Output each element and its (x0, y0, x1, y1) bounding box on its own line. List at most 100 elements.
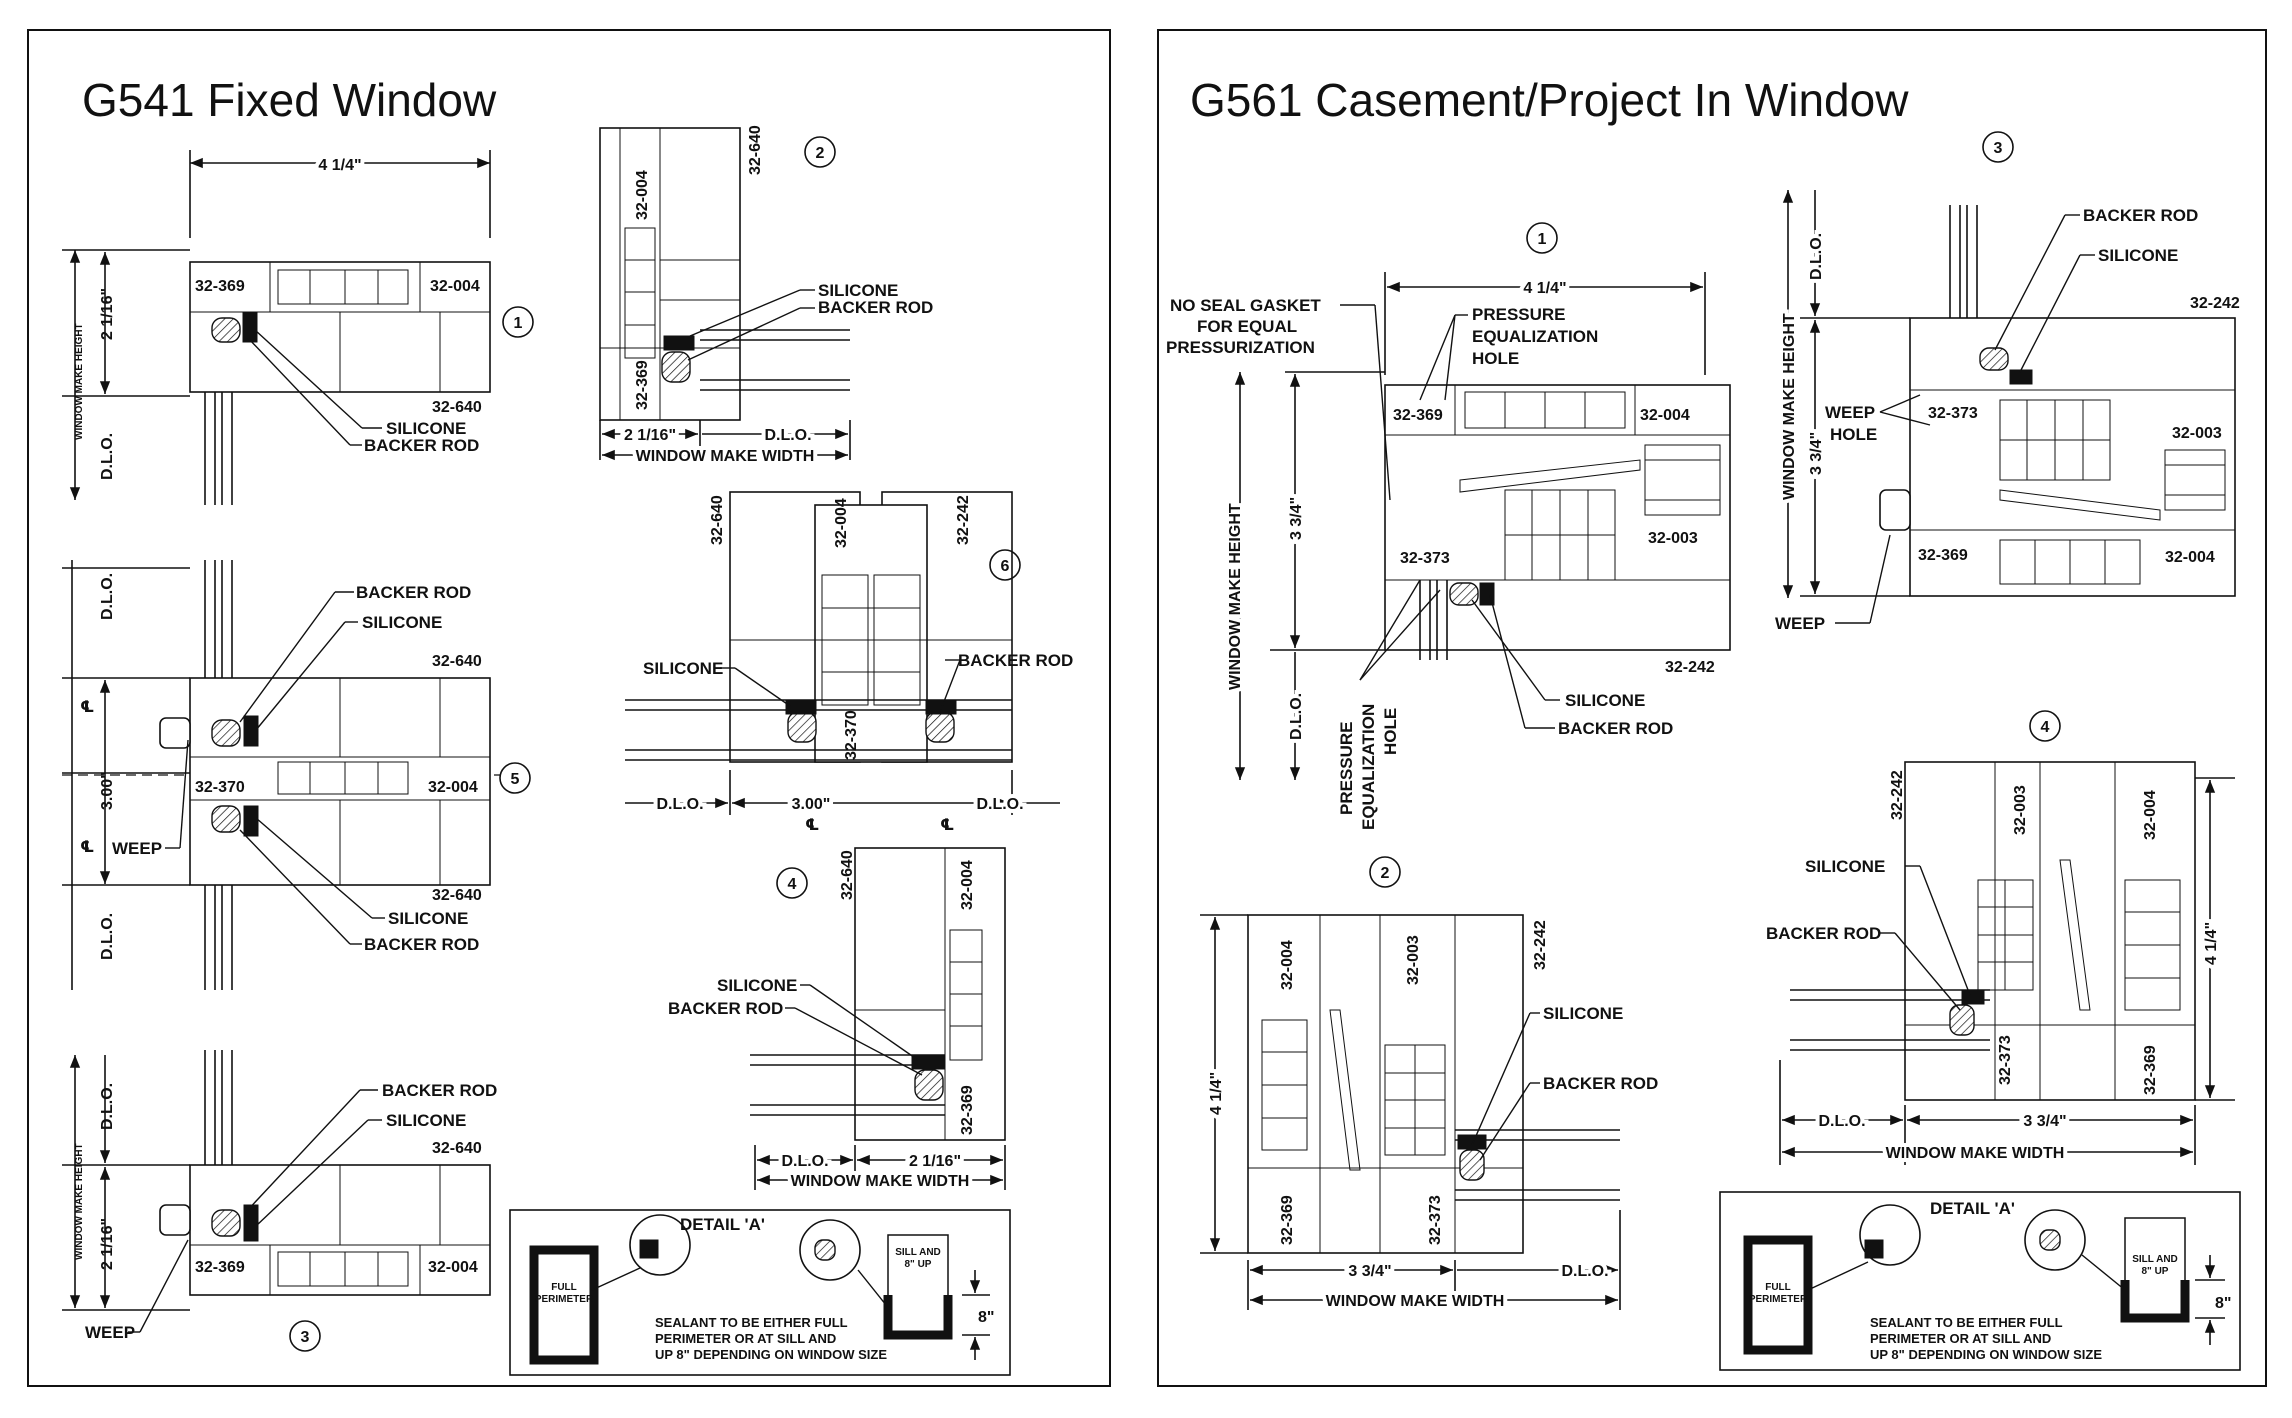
left-d5-dlo-bottom: D.L.O. (99, 913, 116, 960)
left-detail-2: 32-004 32-640 32-369 2 SILICONE BACKER R… (599, 125, 933, 469)
right-d1-part-32-003: 32-003 (1648, 530, 1698, 547)
left-d3-height-dim: 2 1/16" (99, 1218, 116, 1270)
left-d5-backer: BACKER ROD (356, 583, 471, 602)
left-d2-part-32-369: 32-369 (634, 360, 651, 410)
left-d3-part-32-369: 32-369 (195, 1259, 245, 1276)
right-detail-a-full-icon (1743, 1235, 1813, 1355)
right-d4-frame (1904, 761, 2196, 1101)
right-d4-dlo: D.L.O. (1818, 1113, 1865, 1130)
left-detail-4: 32-640 32-004 32-369 4 SILICONE BACKER R… (668, 847, 1006, 1194)
right-d1-pressure-3: HOLE (1472, 349, 1519, 368)
right-d1-height-dim: 3 3/4" (1288, 497, 1305, 540)
right-d1-part-32-004: 32-004 (1640, 407, 1690, 424)
left-d6-dlo-left: D.L.O. (656, 796, 703, 813)
right-detail-1: 1 4 1/4" 32-369 32-004 32-373 32-003 32-… (1166, 222, 1731, 830)
left-d6-number: 6 (1001, 558, 1010, 575)
left-d5-number: 5 (511, 771, 520, 788)
left-detail-a-dim: 8" (978, 1309, 994, 1326)
left-d1-part-32-369: 32-369 (195, 278, 245, 295)
right-d2-number: 2 (1381, 865, 1390, 882)
right-d1-dlo: D.L.O. (1288, 693, 1305, 740)
left-d6-part-32-242: 32-242 (955, 495, 972, 545)
left-d5-dlo-top: D.L.O. (99, 573, 116, 620)
left-d5-cl-top: ℄ (80, 699, 94, 716)
left-detail-a-sill-2: 8" UP (905, 1259, 932, 1270)
left-d1-number: 1 (514, 315, 523, 332)
right-d2-width-dim: 3 3/4" (1348, 1263, 1391, 1280)
left-d4-part-32-640: 32-640 (839, 850, 856, 900)
left-d5-silicone-2: SILICONE (388, 909, 468, 928)
left-d5-part-32-640-top: 32-640 (432, 653, 482, 670)
left-d4-backer: BACKER ROD (668, 999, 783, 1018)
left-d3-dlo: D.L.O. (99, 1083, 116, 1130)
left-d1-wmh: WINDOW MAKE HEIGHT (74, 323, 85, 440)
right-d3-number: 3 (1994, 140, 2003, 157)
right-d4-part-32-369: 32-369 (2142, 1045, 2159, 1095)
right-d2-dlo: D.L.O. (1561, 1263, 1608, 1280)
right-detail-a-full-1: FULL (1765, 1282, 1791, 1293)
left-detail-a-full-1: FULL (551, 1282, 577, 1293)
left-d5-part-32-004: 32-004 (428, 779, 478, 796)
left-d1-height-dim: 2 1/16" (99, 288, 116, 340)
left-panel-title: G541 Fixed Window (82, 74, 497, 126)
left-d6-center-dim: 3.00" (792, 796, 831, 813)
right-d4-wmw: WINDOW MAKE WIDTH (1886, 1145, 2065, 1162)
right-d1-pressure-2: EQUALIZATION (1472, 327, 1598, 346)
left-d2-wmw: WINDOW MAKE WIDTH (636, 448, 815, 465)
right-detail-a-note-3: UP 8" DEPENDING ON WINDOW SIZE (1870, 1347, 2102, 1362)
right-detail-a-note-1: SEALANT TO BE EITHER FULL (1870, 1315, 2063, 1330)
right-d4-part-32-242: 32-242 (1889, 770, 1906, 820)
right-detail-4: 4 32-242 32-003 32-004 32-373 32-369 SIL… (1766, 710, 2235, 1166)
right-d3-part-32-242: 32-242 (2190, 295, 2240, 312)
left-d2-dlo: D.L.O. (764, 427, 811, 444)
left-d1-backer: BACKER ROD (364, 436, 479, 455)
left-detail-6: 32-640 32-004 32-242 32-370 6 SILICONE B… (625, 491, 1073, 834)
left-d3-silicone: SILICONE (386, 1111, 466, 1130)
right-d3-weep-hole-2: HOLE (1830, 425, 1877, 444)
left-d2-dim: 2 1/16" (624, 427, 676, 444)
left-detail-a-full-2: PERIMETER (535, 1294, 594, 1305)
right-d1-no-seal-3: PRESSURIZATION (1166, 338, 1315, 357)
left-d4-dim: 2 1/16" (909, 1153, 961, 1170)
left-detail-a-sill-1: SILL AND (895, 1247, 941, 1258)
left-d4-wmw: WINDOW MAKE WIDTH (791, 1173, 970, 1190)
left-d5-silicone: SILICONE (362, 613, 442, 632)
right-d2-silicone: SILICONE (1543, 1004, 1623, 1023)
left-d5-weep: WEEP (112, 839, 162, 858)
right-d1-pressure2-2: EQUALIZATION (1359, 704, 1378, 830)
right-d1-no-seal-2: FOR EQUAL (1197, 317, 1297, 336)
right-d3-weep-hole-1: WEEP (1825, 403, 1875, 422)
left-d3-weep: WEEP (85, 1323, 135, 1342)
left-d6-part-32-004: 32-004 (833, 498, 850, 548)
right-d3-frame (1909, 317, 2236, 597)
right-d1-pressure-1: PRESSURE (1472, 305, 1566, 324)
left-d1-width-dim: 4 1/4" (318, 157, 361, 174)
right-detail-a-sill-2: 8" UP (2142, 1266, 2169, 1277)
left-d2-part-32-640: 32-640 (747, 125, 764, 175)
right-d4-part-32-373: 32-373 (1997, 1035, 2014, 1085)
right-d3-height-dim: 3 3/4" (1808, 432, 1825, 475)
left-d4-part-32-369: 32-369 (959, 1085, 976, 1135)
right-d1-silicone: SILICONE (1565, 691, 1645, 710)
right-d4-part-32-003: 32-003 (2012, 785, 2029, 835)
left-d1-part-32-640: 32-640 (432, 399, 482, 416)
left-d6-silicone: SILICONE (643, 659, 723, 678)
right-detail-3: 3 32-242 32-373 32-003 32-369 32-004 BAC… (1775, 131, 2240, 633)
left-panel-border (27, 29, 1111, 1387)
left-d6-part-32-370: 32-370 (843, 710, 860, 760)
left-d2-number: 2 (816, 145, 825, 162)
right-d3-backer: BACKER ROD (2083, 206, 2198, 225)
left-d5-center-dim: 3.00" (99, 771, 116, 810)
right-detail-a: FULL PERIMETER DETAIL 'A' SILL AND 8" UP… (1719, 1191, 2241, 1371)
right-d3-part-32-373: 32-373 (1928, 405, 1978, 422)
left-d5-cl-bottom: ℄ (80, 839, 94, 856)
right-d1-no-seal-1: NO SEAL GASKET (1170, 296, 1321, 315)
right-d4-backer: BACKER ROD (1766, 924, 1881, 943)
left-d4-part-32-004: 32-004 (959, 860, 976, 910)
left-d2-backer: BACKER ROD (818, 298, 933, 317)
right-d3-weep: WEEP (1775, 614, 1825, 633)
right-d2-part-32-004: 32-004 (1279, 940, 1296, 990)
right-d3-part-32-369: 32-369 (1918, 547, 1968, 564)
right-d4-silicone: SILICONE (1805, 857, 1885, 876)
right-panel-border (1157, 29, 2267, 1387)
